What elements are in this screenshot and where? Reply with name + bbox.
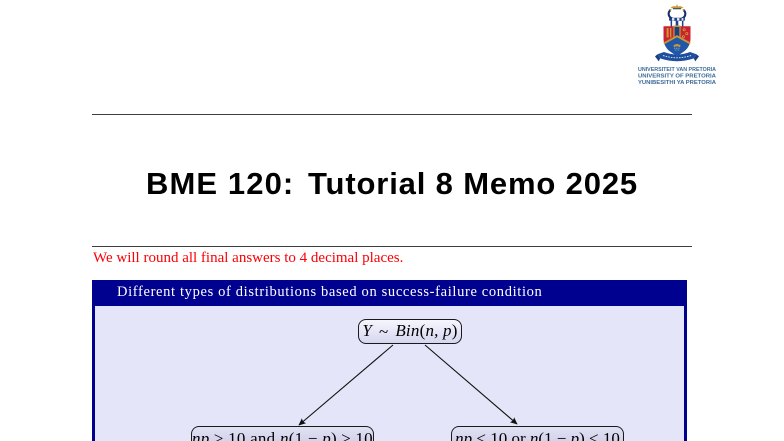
svg-text:UNIVERSITEIT VAN PRETORIA: UNIVERSITEIT VAN PRETORIA (638, 67, 716, 73)
svg-text:UNIVERSITY OF PRETORIA: UNIVERSITY OF PRETORIA (638, 73, 716, 79)
svg-text:YUNIBESITHI YA PRETORIA: YUNIBESITHI YA PRETORIA (638, 80, 716, 86)
